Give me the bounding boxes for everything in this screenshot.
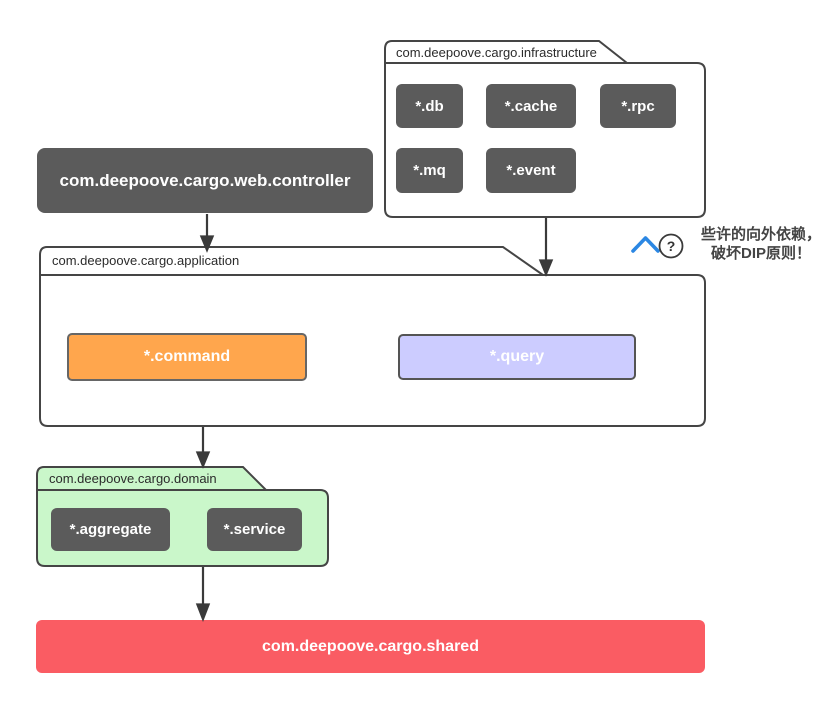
module-query: *.query	[398, 334, 636, 380]
package-application-shape	[39, 246, 706, 427]
annotation-note: 些许的向外依赖， 破坏DIP原则！	[687, 225, 835, 263]
module-db: *.db	[396, 84, 463, 128]
node-web-controller: com.deepoove.cargo.web.controller	[37, 148, 373, 213]
module-mq: *.mq	[396, 148, 463, 193]
module-rpc: *.rpc	[600, 84, 676, 128]
question-mark-glyph: ?	[666, 237, 676, 254]
arrowhead-domain-to-shared	[195, 603, 211, 623]
annotation-line2: 破坏DIP原则！	[710, 245, 811, 262]
package-application-label: com.deepoove.cargo.application	[52, 253, 240, 268]
annotation-line1: 些许的向外依赖，	[700, 226, 821, 243]
package-infrastructure-label: com.deepoove.cargo.infrastructure	[396, 45, 597, 60]
package-domain-label: com.deepoove.cargo.domain	[49, 471, 217, 486]
module-aggregate: *.aggregate	[51, 508, 170, 551]
module-event: *.event	[486, 148, 576, 193]
module-cache: *.cache	[486, 84, 576, 128]
module-service: *.service	[207, 508, 302, 551]
node-shared: com.deepoove.cargo.shared	[36, 620, 705, 673]
module-command: *.command	[67, 333, 307, 381]
arrowhead-application-to-domain	[195, 451, 211, 469]
application-outline	[39, 246, 706, 427]
